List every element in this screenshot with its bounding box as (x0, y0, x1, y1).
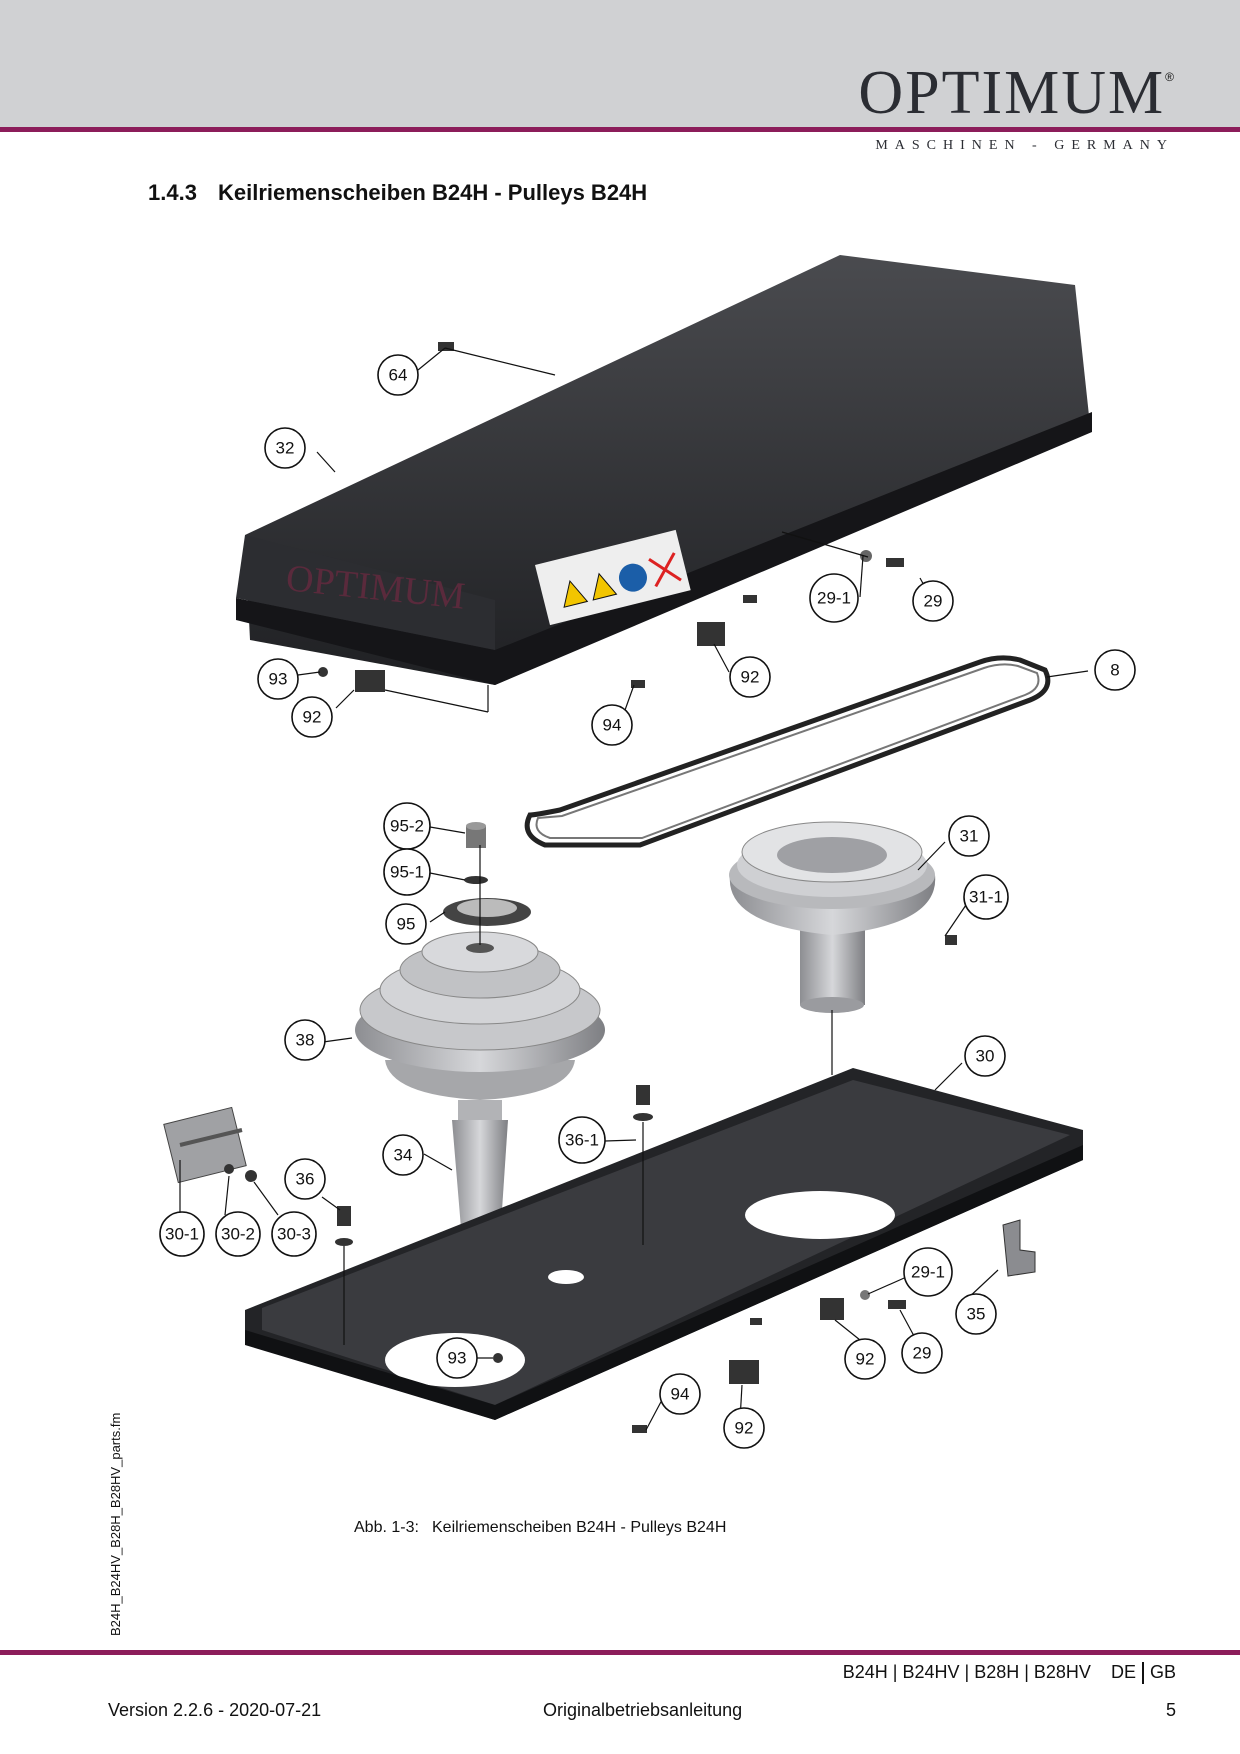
callout-label: 32 (276, 439, 295, 458)
callout-label: 92 (741, 668, 760, 687)
callout-30-1: 30-1 (159, 1211, 205, 1257)
language-gb: GB (1149, 1662, 1176, 1682)
callout-93: 93 (436, 1337, 478, 1379)
callout-92: 92 (729, 656, 771, 698)
spindle-pulley (355, 931, 605, 1100)
callout-30-3: 30-3 (271, 1211, 317, 1257)
callout-95: 95 (385, 903, 427, 945)
callout-95-1: 95-1 (383, 848, 431, 896)
callout-29: 29 (901, 1332, 943, 1374)
base-tray (245, 1068, 1083, 1420)
model-b28h: B28H (974, 1662, 1020, 1682)
language-de: DE (1110, 1662, 1136, 1682)
callout-label: 93 (448, 1349, 467, 1368)
leader-lines (179, 347, 1089, 1431)
motor-bracket (1002, 1219, 1036, 1277)
callout-95-2: 95-2 (383, 802, 431, 850)
callout-label: 29 (924, 592, 943, 611)
model-b24h: B24H (842, 1662, 888, 1682)
callout-93: 93 (257, 658, 299, 700)
callout-label: 29 (913, 1344, 932, 1363)
figure-label: Abb. 1-3: (354, 1519, 419, 1536)
callout-label: 36 (296, 1170, 315, 1189)
figure-caption: Abb. 1-3: Keilriemenscheiben B24H - Pulle… (354, 1519, 726, 1537)
callout-36: 36 (284, 1158, 326, 1200)
callout-29-1: 29-1 (903, 1247, 953, 1297)
v-belt (524, 655, 1051, 848)
callout-94: 94 (591, 704, 633, 746)
source-file-label: B24H_B24HV_B28H_B28HV_parts.fm (108, 1412, 123, 1636)
callout-label: 30-1 (165, 1225, 199, 1244)
callout-label: 31 (960, 827, 979, 846)
callout-94: 94 (659, 1373, 701, 1415)
logo-subtitle: MASCHINEN - GERMANY (875, 138, 1174, 153)
spindle-nut (443, 822, 531, 926)
callout-label: 92 (856, 1350, 875, 1369)
footer-rule (0, 1650, 1240, 1655)
callout-label: 64 (389, 366, 408, 385)
small-hardware (224, 342, 957, 1433)
pulley-cover: OPTIMUM (236, 255, 1092, 685)
motor-pulley (729, 821, 936, 1013)
page-header (0, 0, 1240, 127)
callout-label: 95-2 (390, 817, 424, 836)
callout-32: 32 (264, 427, 306, 469)
registered-mark: ® (1165, 70, 1174, 84)
model-b24hv: B24HV (902, 1662, 960, 1682)
warning-label-panel (535, 529, 691, 626)
callout-label: 95 (397, 915, 416, 934)
page-number: 5 (1165, 1700, 1176, 1720)
hinge (163, 1106, 247, 1184)
model-b28hv: B28HV (1033, 1662, 1091, 1682)
callout-31: 31 (948, 815, 990, 857)
callout-label: 8 (1110, 661, 1119, 680)
callout-35: 35 (955, 1293, 997, 1335)
callout-label: 34 (394, 1146, 413, 1165)
callout-8: 8 (1094, 649, 1136, 691)
callout-38: 38 (284, 1019, 326, 1061)
callout-92: 92 (723, 1407, 765, 1449)
callout-label: 35 (967, 1305, 986, 1324)
section-heading: Keilriemenscheiben B24H - Pulleys B24H (218, 180, 648, 205)
callout-92: 92 (291, 696, 333, 738)
optimum-logo: OPTIMUM® (858, 62, 1174, 124)
callout-label: 30-2 (221, 1225, 255, 1244)
callout-29: 29 (912, 580, 954, 622)
callout-label: 30-3 (277, 1225, 311, 1244)
header-rule (0, 127, 1240, 132)
callout-30-2: 30-2 (215, 1211, 261, 1257)
callout-36-1: 36-1 (558, 1116, 606, 1164)
callout-label: 92 (735, 1419, 754, 1438)
callout-label: 92 (303, 708, 322, 727)
callout-34: 34 (382, 1134, 424, 1176)
callout-label: 30 (976, 1047, 995, 1066)
callout-label: 94 (671, 1385, 690, 1404)
callout-64: 64 (377, 354, 419, 396)
section-title: 1.4.3 Keilriemenscheiben B24H - Pulleys B… (148, 180, 647, 206)
callout-30: 30 (964, 1035, 1006, 1077)
callout-29-1: 29-1 (809, 573, 859, 623)
callout-label: 29-1 (817, 589, 851, 608)
section-number: 1.4.3 (148, 180, 197, 205)
language-separator (1141, 1662, 1144, 1685)
callout-31-1: 31-1 (963, 874, 1009, 920)
callout-label: 93 (269, 670, 288, 689)
callout-label: 38 (296, 1031, 315, 1050)
version-text: Version 2.2.6 - 2020-07-21 (108, 1700, 322, 1720)
callout-label: 95-1 (390, 863, 424, 882)
callout-92: 92 (844, 1338, 886, 1380)
callout-label: 94 (603, 716, 622, 735)
callout-label: 31-1 (969, 888, 1003, 907)
figure-caption-text: Keilriemenscheiben B24H - Pulleys B24H (432, 1519, 727, 1536)
manual-title: Originalbetriebsanleitung (543, 1700, 743, 1720)
logo-wordmark: OPTIMUM (858, 59, 1166, 127)
callout-label: 36-1 (565, 1131, 599, 1150)
callout-label: 29-1 (911, 1263, 945, 1282)
